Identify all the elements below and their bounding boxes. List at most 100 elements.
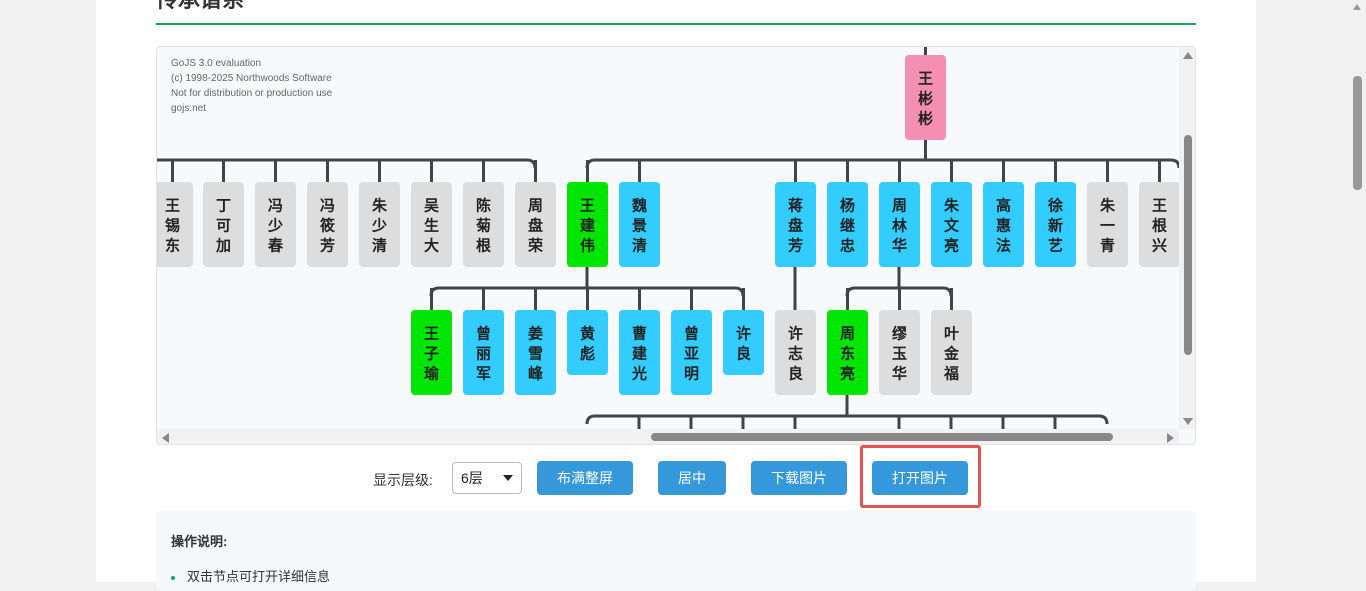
center-button[interactable]: 居中 <box>658 461 726 495</box>
tree-node[interactable]: 徐新艺 <box>1035 182 1076 267</box>
tree-node-box[interactable] <box>931 182 972 267</box>
tree-node-label: 王子瑜 <box>424 325 440 383</box>
tree-node[interactable]: 周东亮 <box>827 310 868 395</box>
tree-node-box[interactable] <box>879 182 920 267</box>
level-select-value: 6层 <box>461 470 483 486</box>
tree-node-box[interactable] <box>775 182 816 267</box>
tree-node-box[interactable] <box>463 182 504 267</box>
tree-node-box[interactable] <box>515 182 556 267</box>
tree-node-box[interactable] <box>1035 182 1076 267</box>
tree-node[interactable]: 周盘荣 <box>515 182 556 267</box>
tree-node-box[interactable] <box>567 182 608 267</box>
tree-node-box[interactable] <box>775 310 816 395</box>
tree-node[interactable]: 许志良 <box>775 310 816 395</box>
tree-node[interactable]: 朱文亮 <box>931 182 972 267</box>
tree-node[interactable]: 吴生大 <box>411 182 452 267</box>
tree-node-label: 王建伟 <box>580 197 596 255</box>
tree-node[interactable]: 魏景清 <box>619 182 660 267</box>
tree-node-box[interactable] <box>1087 182 1128 267</box>
tree-node[interactable]: 冯筱芳 <box>307 182 348 267</box>
tree-node-box[interactable] <box>463 310 504 395</box>
scroll-left-arrow-icon[interactable] <box>162 433 169 443</box>
vertical-scroll-thumb[interactable] <box>1184 135 1192 355</box>
tree-node[interactable]: 王锡东 <box>157 182 193 267</box>
tree-node-box[interactable] <box>411 182 452 267</box>
page-scrollbar[interactable] <box>1349 0 1366 582</box>
tree-node-label: 许良 <box>736 325 751 363</box>
gojs-watermark: GoJS 3.0 evaluation (c) 1998-2025 Northw… <box>171 56 332 116</box>
open-image-button[interactable]: 打开图片 <box>872 461 968 495</box>
tree-node-label: 徐新艺 <box>1047 197 1063 255</box>
tree-node[interactable]: 杨继忠 <box>827 182 868 267</box>
tree-node-box[interactable] <box>827 310 868 395</box>
tree-node-box[interactable] <box>723 310 764 375</box>
tree-node[interactable]: 黄彪 <box>567 310 608 375</box>
tree-node-label: 黄彪 <box>580 325 595 363</box>
tree-link <box>157 158 537 169</box>
download-image-button[interactable]: 下载图片 <box>751 461 847 495</box>
tree-node-label: 魏景清 <box>631 197 647 255</box>
tree-node-box[interactable] <box>255 182 296 267</box>
tree-node[interactable]: 曾丽军 <box>463 310 504 395</box>
tree-node-box[interactable] <box>619 182 660 267</box>
chevron-down-icon <box>503 475 513 481</box>
tree-node-label: 陈菊根 <box>476 197 491 255</box>
tree-node[interactable]: 高惠法 <box>983 182 1024 267</box>
bullet-icon <box>171 575 175 580</box>
fit-screen-button[interactable]: 布满整屏 <box>537 461 633 495</box>
tree-link <box>585 414 1109 425</box>
tree-node[interactable]: 陈菊根 <box>463 182 504 267</box>
tree-node-box[interactable] <box>567 310 608 375</box>
scroll-down-arrow-icon[interactable] <box>1183 418 1193 425</box>
tree-node[interactable]: 王建伟 <box>567 182 608 267</box>
diagram-vertical-scrollbar[interactable] <box>1179 47 1195 429</box>
scroll-right-arrow-icon[interactable] <box>1167 433 1174 443</box>
tree-node[interactable]: 丁可加 <box>203 182 244 267</box>
watermark-line: gojs.net <box>171 103 207 114</box>
help-panel: 操作说明: 双击节点可打开详细信息 <box>156 511 1196 591</box>
tree-node[interactable]: 王子瑜 <box>411 310 452 395</box>
tree-node[interactable]: 许良 <box>723 310 764 375</box>
tree-node[interactable]: 缪玉华 <box>879 310 920 395</box>
tree-node-box[interactable] <box>515 310 556 395</box>
diagram-horizontal-scrollbar[interactable] <box>157 429 1179 444</box>
tree-node-box[interactable] <box>359 182 400 267</box>
tree-node[interactable]: 姜雪峰 <box>515 310 556 395</box>
watermark-line: (c) 1998-2025 Northwoods Software <box>171 73 332 84</box>
tree-node[interactable]: 蒋盘芳 <box>775 182 816 267</box>
scroll-up-arrow-icon[interactable] <box>1183 52 1193 59</box>
title-divider <box>156 23 1196 25</box>
tree-node[interactable]: 曹建光 <box>619 310 660 395</box>
tree-node-box[interactable] <box>307 182 348 267</box>
tree-node-label: 杨继忠 <box>840 197 855 255</box>
tree-node[interactable]: 曾亚明 <box>671 310 712 395</box>
level-select[interactable]: 6层 <box>452 462 522 494</box>
tree-node[interactable]: 冯少春 <box>255 182 296 267</box>
tree-node-label: 许志良 <box>788 325 803 383</box>
lineage-diagram[interactable]: 王锡东丁可加冯少春冯筱芳朱少清吴生大陈菊根周盘荣王建伟魏景清蒋盘芳杨继忠周林华朱… <box>156 46 1196 445</box>
tree-node[interactable]: 叶金福 <box>931 310 972 395</box>
tree-node-box[interactable] <box>157 182 193 267</box>
tree-node-box[interactable] <box>879 310 920 395</box>
page-scroll-up-icon[interactable] <box>1353 4 1361 10</box>
tree-node[interactable]: 朱一青 <box>1087 182 1128 267</box>
tree-node-box[interactable] <box>671 310 712 395</box>
tree-node-box[interactable] <box>905 55 946 140</box>
tree-node-label: 朱一青 <box>1100 197 1116 255</box>
watermark-line: Not for distribution or production use <box>171 88 333 99</box>
horizontal-scroll-thumb[interactable] <box>651 433 1113 441</box>
tree-canvas[interactable]: 王锡东丁可加冯少春冯筱芳朱少清吴生大陈菊根周盘荣王建伟魏景清蒋盘芳杨继忠周林华朱… <box>157 47 1179 429</box>
tree-node-box[interactable] <box>619 310 660 395</box>
tree-node[interactable]: 周林华 <box>879 182 920 267</box>
tree-node-box[interactable] <box>203 182 244 267</box>
tree-node-label: 蒋盘芳 <box>788 197 803 255</box>
tree-node-box[interactable] <box>1139 182 1179 267</box>
page-scroll-thumb[interactable] <box>1353 76 1362 190</box>
tree-node-box[interactable] <box>931 310 972 395</box>
tree-node-box[interactable] <box>411 310 452 395</box>
tree-node[interactable]: 朱少清 <box>359 182 400 267</box>
tree-node[interactable]: 王彬彬 <box>905 55 946 140</box>
tree-node[interactable]: 王根兴 <box>1139 182 1179 267</box>
tree-node-box[interactable] <box>983 182 1024 267</box>
tree-node-box[interactable] <box>827 182 868 267</box>
